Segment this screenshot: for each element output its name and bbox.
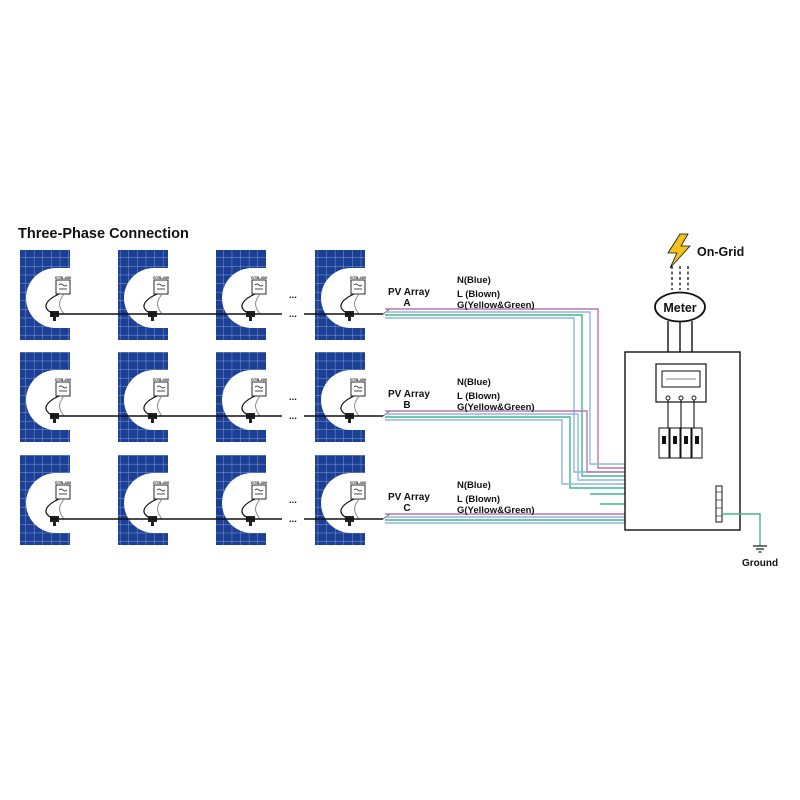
micro-inverter: GTB-400 xyxy=(340,275,367,321)
inverter-label: GTB-400 xyxy=(55,377,72,382)
ellipsis-lower: ... xyxy=(289,309,297,320)
ground-bar xyxy=(715,485,723,523)
pv-array-name: PV Array xyxy=(388,492,430,503)
wire-label: G(Yellow&Green) xyxy=(457,402,535,413)
solar-panel: GTB-400 xyxy=(20,352,72,442)
solar-panel: GTB-400 xyxy=(216,250,268,340)
ellipsis-upper: ... xyxy=(289,495,297,506)
solar-panel: GTB-400 xyxy=(216,352,268,442)
inverter-label: GTB-400 xyxy=(55,480,72,485)
inverter-label: GTB-400 xyxy=(251,275,268,280)
inverter-label: GTB-400 xyxy=(350,480,367,485)
pv-array-name: PV Array xyxy=(388,389,430,400)
wire-label: N(Blue) xyxy=(457,480,491,491)
on-grid-symbol: On-Grid xyxy=(667,233,744,290)
solar-panel: GTB-400 xyxy=(315,352,367,442)
wire-label: N(Blue) xyxy=(457,377,491,388)
wire-label: L (Blown) xyxy=(457,289,500,300)
pv-array-letter: B xyxy=(403,400,410,411)
meter-label: Meter xyxy=(663,301,696,315)
solar-panel: GTB-400 xyxy=(118,352,170,442)
ac-trunk-cable xyxy=(51,414,383,418)
distribution-box xyxy=(624,351,741,531)
wire-label: G(Yellow&Green) xyxy=(457,300,535,311)
solar-panel: GTB-400 xyxy=(118,455,170,545)
pv-array-letter: A xyxy=(403,298,410,309)
ellipsis-lower: ... xyxy=(289,514,297,525)
inverter-label: GTB-400 xyxy=(153,377,170,382)
micro-inverter: GTB-400 xyxy=(241,480,268,526)
ellipsis-upper: ... xyxy=(289,290,297,301)
ground-symbol: Ground xyxy=(722,513,778,569)
ac-trunk-cable xyxy=(51,312,383,316)
ground-label: Ground xyxy=(742,558,778,569)
wire-legend: N(Blue) L (Blown)G(Yellow&Green) xyxy=(457,480,535,516)
wire-label: L (Blown) xyxy=(457,494,500,505)
wire-label: L (Blown) xyxy=(457,391,500,402)
solar-panel: GTB-400 xyxy=(20,455,72,545)
wire-legend: N(Blue) L (Blown)G(Yellow&Green) xyxy=(457,377,535,413)
pv-array-name: PV Array xyxy=(388,287,430,298)
inverter-label: GTB-400 xyxy=(350,275,367,280)
wire-legend: N(Blue) L (Blown)G(Yellow&Green) xyxy=(457,275,535,311)
ellipsis-lower: ... xyxy=(289,411,297,422)
inverter-label: GTB-400 xyxy=(153,275,170,280)
micro-inverter: GTB-400 xyxy=(143,480,170,526)
ac-trunk-cable xyxy=(51,517,383,521)
circuit-breakers xyxy=(658,427,703,459)
inverter-label: GTB-400 xyxy=(153,480,170,485)
inverter-label: GTB-400 xyxy=(251,480,268,485)
wire-label: N(Blue) xyxy=(457,275,491,286)
inverter-label: GTB-400 xyxy=(251,377,268,382)
on-grid-label: On-Grid xyxy=(697,245,744,259)
solar-panel: GTB-400 xyxy=(118,250,170,340)
lightning-icon xyxy=(667,233,691,269)
diagram-title: Three-Phase Connection xyxy=(18,226,189,242)
solar-panel: GTB-400 xyxy=(216,455,268,545)
meter: Meter xyxy=(654,291,706,352)
solar-panel: GTB-400 xyxy=(315,250,367,340)
inverter-label: GTB-400 xyxy=(55,275,72,280)
solar-panel: GTB-400 xyxy=(20,250,72,340)
ellipsis-upper: ... xyxy=(289,392,297,403)
inverter-label: GTB-400 xyxy=(350,377,367,382)
solar-panel: GTB-400 xyxy=(315,455,367,545)
wire-label: G(Yellow&Green) xyxy=(457,505,535,516)
pv-array-letter: C xyxy=(403,503,410,514)
